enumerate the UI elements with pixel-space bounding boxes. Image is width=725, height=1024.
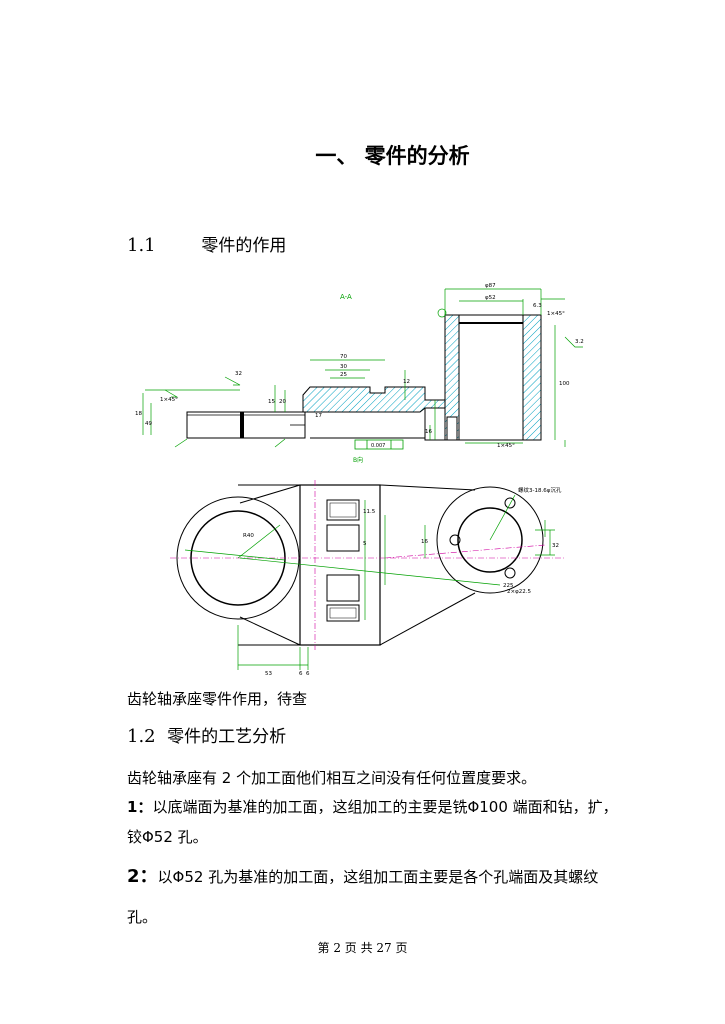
svg-text:12: 12 [403,379,410,385]
plan-dimension-text: R40 53 6 6 225 2×φ22.5 螺纹3-18.6φ沉孔 11.5 … [243,486,562,677]
svg-text:49: 49 [145,421,152,427]
svg-text:32: 32 [552,543,559,549]
svg-text:25: 25 [340,372,347,378]
svg-text:17: 17 [315,413,322,419]
svg-text:螺纹3-18.6φ沉孔: 螺纹3-18.6φ沉孔 [518,486,562,494]
section-dimensions [142,288,583,448]
svg-text:30: 30 [340,364,347,370]
section-view: 0.007 B向 [186,314,542,464]
svg-text:6: 6 [299,671,303,677]
plan-view [176,484,544,646]
svg-text:3.2: 3.2 [575,339,584,345]
section-number: 1.2 [127,726,156,747]
svg-text:11.5: 11.5 [363,509,376,515]
svg-text:1×45°: 1×45° [160,397,178,403]
svg-text:70: 70 [340,354,347,360]
svg-text:1×45°: 1×45° [547,311,565,317]
figure-caption: 齿轮轴承座零件作用，待查 [127,690,308,708]
paragraph-item-1: 1：以底端面为基准的加工面，这组加工的主要是铣Φ100 端面和钻，扩，铰Φ52 … [127,792,627,852]
item-text: 以底端面为基准的加工面，这组加工的主要是铣Φ100 端面和钻，扩，铰Φ52 孔。 [127,798,618,846]
chapter-title: 一、 零件的分析 [315,144,470,168]
view-label: B向 [353,456,363,464]
section-label: A-A [340,293,352,301]
svg-text:16: 16 [421,539,428,545]
paragraph-intro: 齿轮轴承座有 2 个加工面他们相互之间没有任何位置度要求。 [127,769,537,787]
page-footer: 第 2 页 共 27 页 [317,941,408,955]
plan-dimensions [184,494,555,670]
engineering-drawing: A-A 0.007 B向 [135,283,584,677]
svg-text:1×45°: 1×45° [497,443,515,449]
section-dimension-text: φ87 φ52 6.3 1×45° 3.2 70 30 25 12 100 15… [135,283,584,449]
svg-text:φ87: φ87 [485,283,496,289]
paragraph-item-2: 2：以Φ52 孔为基准的加工面，这组加工面主要是各个孔端面及其螺纹孔。 [127,857,627,937]
svg-text:53: 53 [265,671,272,677]
svg-text:2×φ22.5: 2×φ22.5 [507,589,531,595]
item-number: 2： [127,866,158,887]
svg-text:100: 100 [559,381,570,387]
section-title: 零件的作用 [201,236,287,256]
svg-text:18: 18 [135,411,142,417]
svg-text:6.3: 6.3 [533,303,542,309]
item-number: 1： [127,798,153,816]
svg-text:16: 16 [425,429,432,435]
section-heading-1-2: 1.2 零件的工艺分析 [127,722,286,747]
plan-centerlines [170,480,565,650]
section-title: 零件的工艺分析 [167,727,287,747]
svg-text:32: 32 [235,371,242,377]
svg-text:5: 5 [363,541,367,547]
svg-text:φ52: φ52 [485,295,496,301]
item-text: 以Φ52 孔为基准的加工面，这组加工面主要是各个孔端面及其螺纹孔。 [127,868,599,926]
svg-text:225: 225 [503,583,514,589]
tolerance-value: 0.007 [371,443,385,449]
section-heading-1-1: 1.1 零件的作用 [127,231,286,256]
svg-text:6: 6 [306,671,310,677]
svg-text:20: 20 [279,399,286,405]
svg-text:15: 15 [268,399,275,405]
section-number: 1.1 [127,235,156,256]
svg-text:R40: R40 [243,533,254,539]
